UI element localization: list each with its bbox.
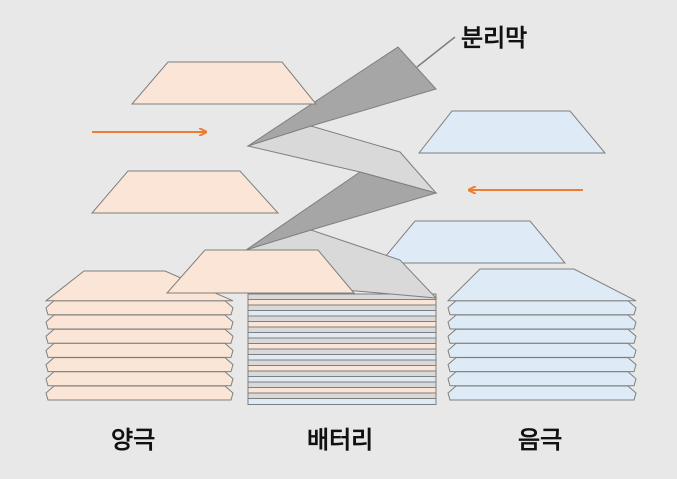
cathode-sheet-middle (90, 170, 280, 214)
separator-leader-line (416, 36, 456, 68)
cathode-stack-plate (45, 342, 234, 358)
cathode-stack-plate (45, 328, 234, 344)
battery-layer (247, 398, 437, 405)
anode-stack-plate (447, 371, 637, 387)
cathode-stack-plate (45, 300, 234, 316)
anode-label: 음극 (518, 426, 563, 454)
anode-stack (446, 268, 637, 401)
separator-fold (245, 46, 438, 251)
anode-stack-top-plate (446, 268, 637, 302)
anode-stack-plate (447, 328, 637, 344)
battery-stack (247, 293, 437, 405)
anode-stack-plate (447, 300, 637, 316)
cathode-stack (44, 270, 234, 401)
anode-sheet-top (417, 110, 607, 154)
cathode-stack-plate (45, 385, 234, 401)
anode-stack-plate (447, 357, 637, 373)
battery-label: 배터리 (307, 426, 374, 454)
cathode-stack-plate (45, 357, 234, 373)
anode-stack-plate (447, 385, 637, 401)
cathode-label: 양극 (111, 426, 156, 454)
cathode-sheet-falling (165, 249, 356, 294)
anode-stack-plate (447, 342, 637, 358)
separator-label: 분리막 (461, 24, 528, 52)
anode-sheet-middle (378, 220, 567, 264)
cathode-sheet-top (130, 61, 318, 105)
anode-stack-plate (447, 314, 637, 330)
cathode-stack-plate (45, 371, 234, 387)
cathode-stack-plate (45, 314, 234, 330)
separator-sheet-2 (246, 125, 438, 194)
